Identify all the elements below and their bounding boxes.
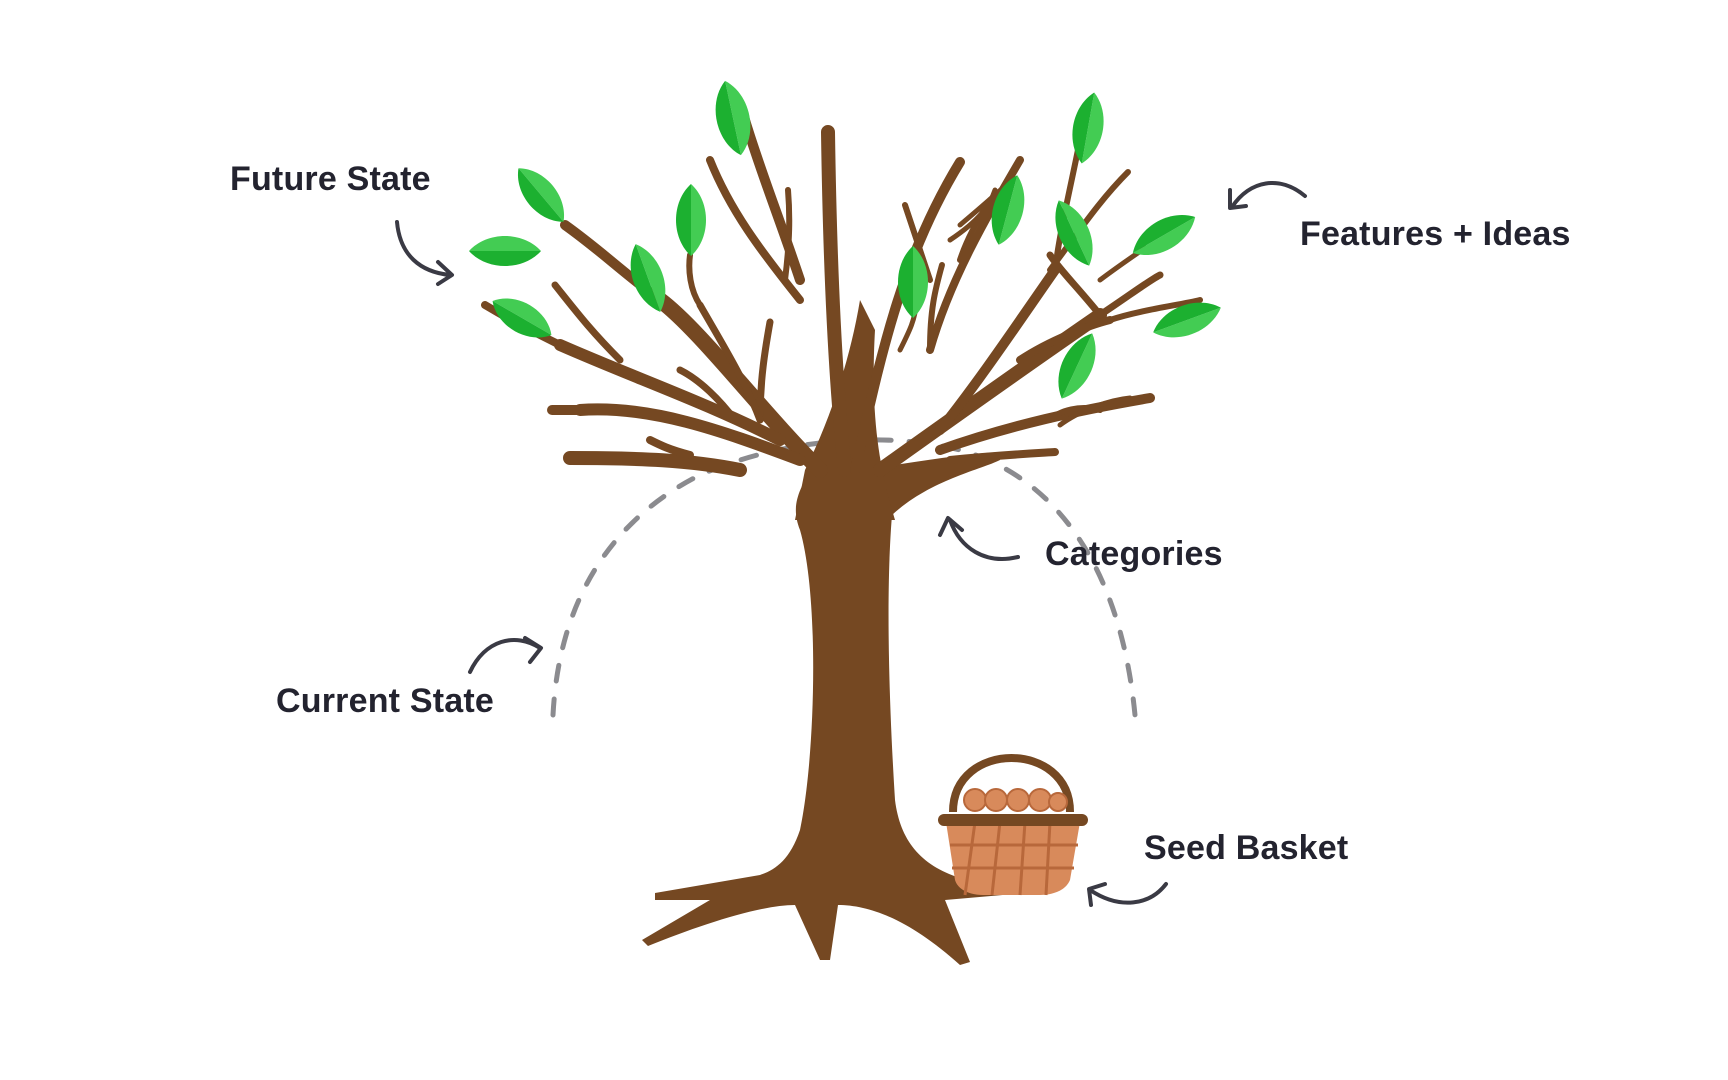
leaf-icon — [1072, 92, 1104, 164]
leaf-icon — [630, 244, 666, 312]
future-state-label: Future State — [230, 160, 431, 198]
seed-basket-label: Seed Basket — [1144, 829, 1349, 867]
current-state-label: Current State — [276, 682, 494, 720]
curved-arrow-icon — [1087, 882, 1168, 907]
leaf-icon — [898, 246, 928, 318]
tree-branches — [481, 115, 1203, 478]
leaf-icon — [1055, 200, 1093, 266]
leaf-icon — [676, 184, 706, 256]
seed-basket-icon — [938, 754, 1088, 896]
dashed-arc — [550, 437, 1138, 718]
curved-arrow-icon — [938, 516, 1020, 561]
leaf-icon — [492, 298, 552, 338]
leaf-icon — [1132, 215, 1196, 255]
categories-label: Categories — [1045, 535, 1223, 573]
leaf-icon — [469, 236, 541, 266]
curved-arrow-icon — [1228, 181, 1307, 210]
leaves — [469, 80, 1221, 399]
leaf-icon — [991, 175, 1025, 245]
leaf-icon — [715, 80, 751, 156]
curved-arrow-icon — [395, 220, 454, 286]
leaf-icon — [1058, 333, 1096, 399]
curved-arrow-icon — [468, 636, 543, 674]
features-ideas-label: Features + Ideas — [1300, 215, 1571, 253]
leaf-icon — [1153, 302, 1221, 338]
leaf-icon — [517, 168, 565, 222]
